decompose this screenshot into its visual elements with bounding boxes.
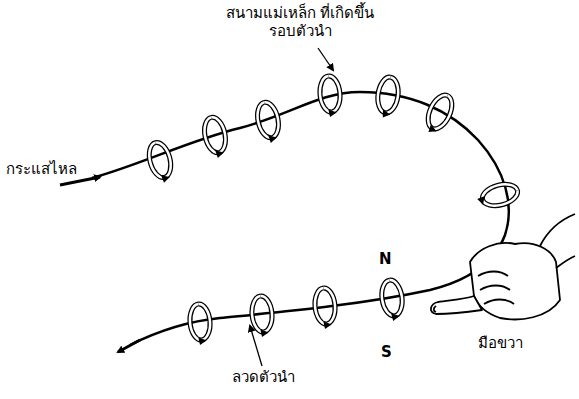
- current-label: กระแสไหล: [6, 160, 77, 178]
- hand-label: มือขวา: [478, 334, 523, 352]
- current-arrow: [118, 340, 140, 352]
- field-ring: [475, 181, 520, 211]
- field-ring: [188, 303, 211, 346]
- pole-label: N: [379, 250, 392, 268]
- field-ring: [375, 76, 401, 119]
- current-arrow: [60, 177, 100, 185]
- field-label: สนามแม่เหล็ก ที่เกิดขึ้นรอบตัวนำ: [225, 4, 375, 40]
- right-hand: [431, 214, 575, 319]
- field-ring: [421, 91, 456, 137]
- pole-label: S: [381, 343, 392, 361]
- field-ring: [313, 287, 336, 330]
- conductor-wire: [92, 92, 509, 345]
- leader-line: [318, 48, 333, 70]
- field-ring: [250, 295, 273, 338]
- conductor-label: ลวดตัวนำ: [232, 368, 295, 386]
- field-ring: [318, 75, 341, 118]
- field-ring: [254, 100, 282, 144]
- field-ring: [146, 140, 176, 185]
- field-ring: [201, 115, 229, 159]
- field-rings: [146, 75, 520, 346]
- field-ring: [380, 279, 406, 322]
